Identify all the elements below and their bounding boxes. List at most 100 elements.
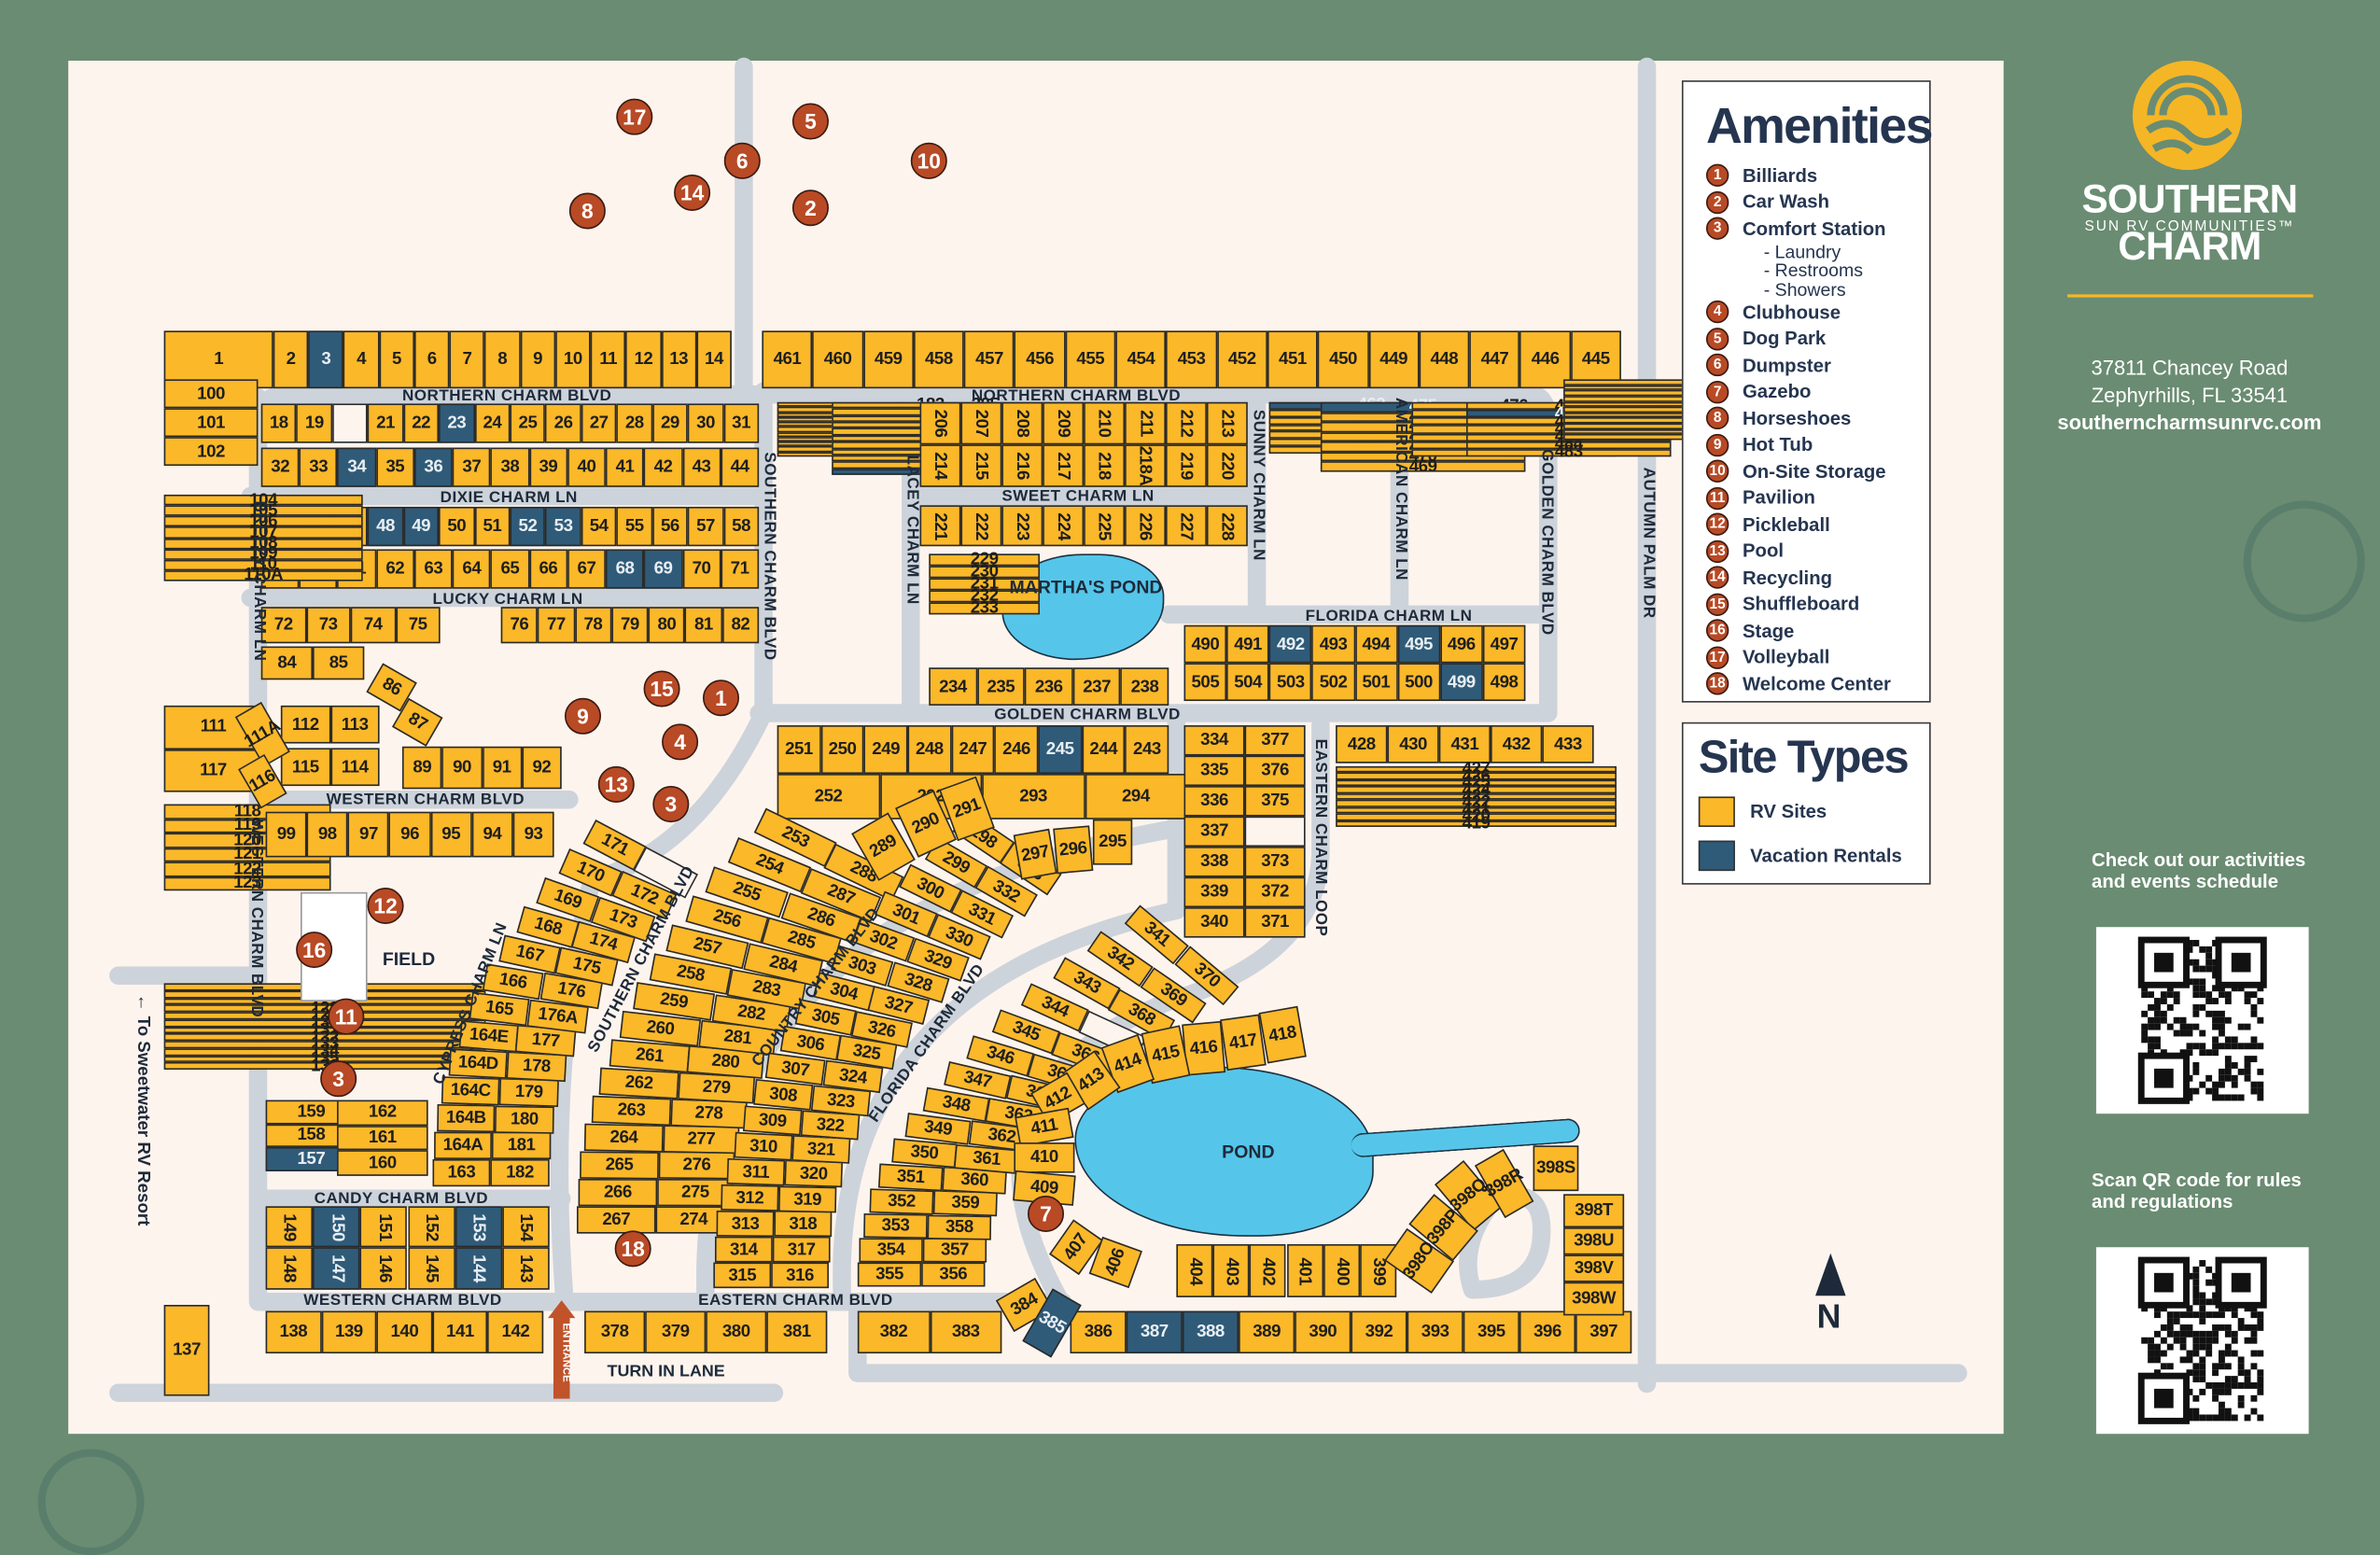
rv-site-lot[interactable] (1244, 816, 1306, 848)
rv-site-lot[interactable]: 390 (1295, 1310, 1351, 1354)
rv-site-lot[interactable]: 404 (1176, 1243, 1213, 1297)
rv-site-lot[interactable]: 396 (1519, 1310, 1576, 1354)
rv-site-lot[interactable]: 110A (163, 567, 363, 585)
rv-site-lot[interactable]: 211 (1125, 401, 1166, 445)
vacation-rental-lot[interactable]: 23 (439, 403, 475, 443)
vacation-rental-lot[interactable]: 69 (644, 549, 683, 589)
rv-site-lot[interactable]: 110 (163, 555, 363, 574)
rv-site-lot[interactable]: 395 (1463, 1310, 1519, 1354)
rv-site-lot[interactable]: 164A (433, 1131, 492, 1160)
vacation-rental-lot[interactable]: 495 (1397, 624, 1440, 664)
rv-site-lot[interactable]: 79 (611, 607, 649, 644)
rv-site-lot[interactable]: 138 (265, 1310, 322, 1354)
rv-site-lot[interactable]: 5 (379, 330, 414, 389)
rv-site-lot[interactable]: 375 (1244, 786, 1306, 817)
rv-site-lot[interactable]: 417 (1220, 1014, 1267, 1072)
rv-site-lot[interactable]: 54 (581, 506, 617, 547)
rv-site-lot[interactable]: 207 (960, 401, 1002, 445)
rv-site-lot[interactable]: 310 (734, 1131, 793, 1161)
rv-site-lot[interactable]: 19 (296, 403, 332, 443)
vacation-rental-lot[interactable]: 53 (545, 506, 581, 547)
rv-site-lot[interactable]: 501 (1354, 663, 1398, 702)
rv-site-lot[interactable]: 355 (857, 1262, 922, 1287)
activities-qr-code[interactable] (2095, 927, 2309, 1114)
rv-site-lot[interactable]: 114 (329, 748, 380, 787)
rv-site-lot[interactable]: 449 (1368, 330, 1420, 389)
rv-site-lot[interactable]: 338 (1183, 847, 1245, 877)
rv-site-lot[interactable]: 10 (554, 330, 591, 389)
rv-site-lot[interactable]: 354 (859, 1238, 923, 1263)
rv-site-lot[interactable]: 352 (869, 1188, 934, 1215)
rv-site-lot[interactable]: 148 (265, 1247, 314, 1290)
rv-site-lot[interactable]: 456 (1015, 330, 1066, 389)
rv-site-lot[interactable]: 392 (1351, 1310, 1407, 1354)
rv-site-lot[interactable]: 263 (591, 1095, 671, 1127)
amenity-marker-icon[interactable]: 2 (791, 189, 829, 227)
amenity-marker-icon[interactable]: 4 (662, 723, 699, 761)
rv-site-lot[interactable]: 497 (1482, 624, 1526, 664)
rv-site-lot[interactable]: 250 (820, 725, 864, 775)
rv-site-lot[interactable]: 389 (1239, 1310, 1295, 1354)
rv-site-lot[interactable]: 454 (1115, 330, 1167, 389)
rv-site-lot[interactable]: 100 (163, 379, 259, 409)
rv-site-lot[interactable]: 101 (163, 408, 259, 438)
rv-site-lot[interactable]: 113 (329, 705, 380, 744)
rv-site-lot[interactable]: 503 (1268, 663, 1312, 702)
rv-site-lot[interactable]: 246 (994, 725, 1039, 775)
rv-site-lot[interactable]: 243 (1125, 725, 1169, 775)
rv-site-lot[interactable]: 380 (706, 1310, 767, 1354)
rv-site-lot[interactable]: 372 (1244, 876, 1306, 908)
rv-site-lot[interactable]: 249 (863, 725, 908, 775)
rv-site-lot[interactable]: 18 (260, 403, 297, 443)
rv-site-lot[interactable]: 25 (510, 403, 546, 443)
vacation-rental-lot[interactable]: 153 (455, 1206, 503, 1248)
rv-site-lot[interactable]: 70 (682, 549, 721, 589)
rv-site-lot[interactable]: 181 (491, 1131, 551, 1160)
amenity-marker-icon[interactable]: 8 (568, 192, 606, 230)
rv-site-lot[interactable]: 336 (1183, 786, 1245, 817)
rv-site-lot[interactable]: 14 (696, 330, 732, 389)
rv-site-lot[interactable]: 295 (1092, 819, 1133, 865)
rv-site-lot[interactable]: 400 (1323, 1243, 1360, 1297)
rv-site-lot[interactable]: 219 (1165, 444, 1207, 487)
rv-site-lot[interactable]: 217 (1043, 444, 1085, 487)
rv-site-lot[interactable]: 179 (499, 1078, 560, 1108)
amenity-marker-icon[interactable]: 13 (597, 765, 635, 803)
amenity-marker-icon[interactable]: 3 (320, 1060, 357, 1098)
rv-site-lot[interactable]: 398S (1533, 1145, 1579, 1192)
rv-site-lot[interactable]: 312 (721, 1184, 779, 1212)
rv-site-lot[interactable]: 51 (474, 506, 511, 547)
rv-site-lot[interactable]: 218A (1125, 444, 1166, 487)
rv-site-lot[interactable]: 146 (359, 1247, 408, 1290)
rv-site-lot[interactable]: 410 (1014, 1142, 1075, 1173)
rv-site-lot[interactable]: 209 (1043, 401, 1085, 445)
vacation-rental-lot[interactable]: 48 (368, 506, 404, 547)
rv-site-lot[interactable]: 432 (1491, 725, 1543, 763)
rv-site-lot[interactable]: 371 (1244, 907, 1306, 938)
rv-site-lot[interactable]: 21 (368, 403, 404, 443)
rv-site-lot[interactable]: 63 (413, 549, 453, 589)
rv-site-lot[interactable]: 163 (432, 1158, 491, 1187)
amenity-marker-icon[interactable]: 16 (296, 932, 333, 969)
rv-site-lot[interactable]: 315 (713, 1262, 772, 1289)
rv-site-lot[interactable]: 57 (687, 506, 724, 547)
rv-site-lot[interactable]: 74 (350, 607, 396, 644)
rv-site-lot[interactable]: 469 (1320, 457, 1526, 476)
rv-site-lot[interactable]: 500 (1397, 663, 1440, 702)
website-link[interactable]: southerncharmsunrvc.com (2057, 411, 2322, 434)
rv-site-lot[interactable]: 139 (321, 1310, 377, 1354)
rv-site-lot[interactable]: 252 (777, 774, 880, 820)
rv-site-lot[interactable]: 356 (921, 1262, 986, 1287)
rv-site-lot[interactable]: 122 (163, 860, 331, 878)
rv-site-lot[interactable]: 251 (777, 725, 821, 775)
amenity-marker-icon[interactable]: 3 (652, 786, 690, 823)
rv-site-lot[interactable]: 9 (520, 330, 555, 389)
rv-site-lot[interactable]: 504 (1226, 663, 1269, 702)
rv-site-lot[interactable]: 383 (930, 1310, 1002, 1354)
vacation-rental-lot[interactable]: 245 (1038, 725, 1082, 775)
rv-site-lot[interactable]: 309 (742, 1105, 803, 1136)
amenity-marker-icon[interactable]: 14 (674, 174, 711, 211)
rv-site-lot[interactable]: 448 (1419, 330, 1470, 389)
rv-site-lot[interactable]: 373 (1244, 847, 1306, 877)
rv-site-lot[interactable]: 493 (1311, 624, 1355, 664)
